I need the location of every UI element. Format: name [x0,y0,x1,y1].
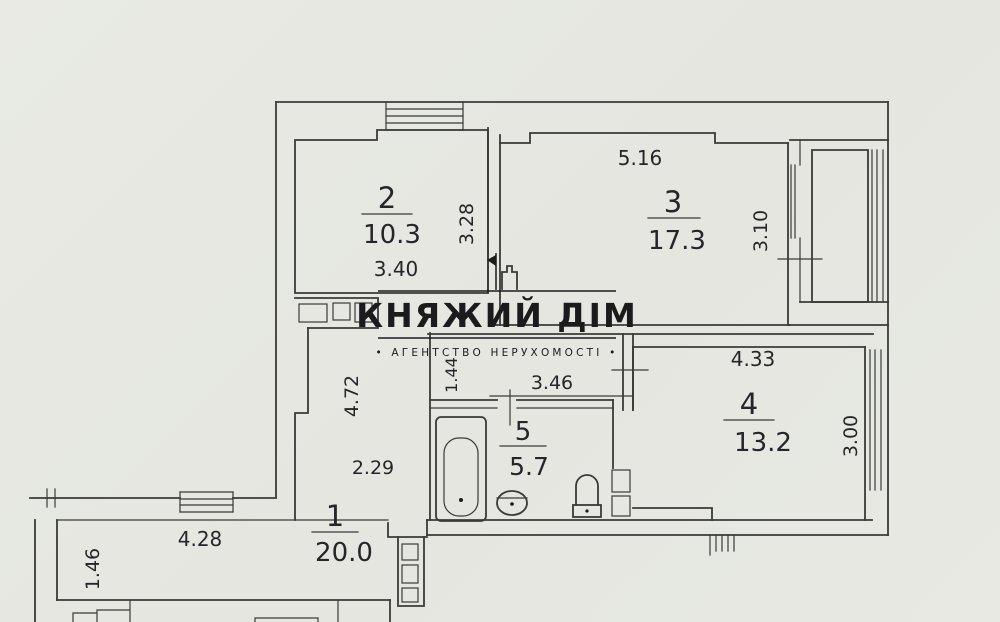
dimension-labels: 3.40 3.28 5.16 3.10 4.33 3.00 3.46 1.44 … [82,146,862,590]
dim-bath-width: 3.46 [531,372,573,394]
vent-shaft-squares [611,469,631,517]
sink-icon [496,490,528,516]
dim-hall-depth: 1.46 [82,548,104,590]
toilet-icon [572,474,602,518]
wardrobe-squares [397,536,425,607]
agency-title: КНЯЖИЙ ДІМ [356,295,638,335]
bathroom-walls [429,332,634,521]
room-2-walls [294,127,501,326]
agency-subtitle: • АГЕНТСТВО НЕРУХОМОСТІ • [375,347,618,359]
room-3-walls [427,132,889,335]
room-5-number: 5 [515,417,532,447]
room-4-walls [611,333,866,521]
hallway-walls [29,297,428,622]
dim-room4-depth: 3.00 [840,415,862,457]
dim-room3-width: 5.16 [618,146,663,170]
room-3-area: 17.3 [648,226,706,256]
dim-hall-width: 4.28 [178,527,223,551]
room-5-label: 5 5.7 [499,417,549,481]
room-3-number: 3 [664,185,682,219]
dim-room2-width: 3.40 [374,257,419,281]
room-1-number: 1 [326,499,344,533]
room-2-label: 2 10.3 [361,181,421,250]
dim-room2-depth: 3.28 [456,203,478,245]
room-4-number: 4 [740,387,758,421]
radiator-comb [709,534,735,556]
dim-bath-passage: 1.44 [442,357,461,393]
room-3-balcony-window [777,139,823,303]
dim-room4-width: 4.33 [731,347,776,371]
dim-hall-nook: 2.29 [352,457,394,479]
balcony-walls [789,139,889,303]
closet-squares [298,302,373,323]
room-2-number: 2 [378,181,396,215]
dim-hall-side: 4.72 [341,375,363,417]
room-5-area: 5.7 [509,452,549,481]
outer-walls [275,101,889,536]
room-3-label: 3 17.3 [647,185,706,256]
balcony-glazing-window [871,149,884,303]
room-4-area: 13.2 [734,428,792,458]
room-4-label: 4 13.2 [723,387,792,458]
room-2-area: 10.3 [363,220,421,250]
agency-watermark: КНЯЖИЙ ДІМ • АГЕНТСТВО НЕРУХОМОСТІ • [356,253,638,359]
room-2-window [385,101,464,131]
entrance-window [179,491,234,513]
dim-room3-depth: 3.10 [750,210,772,252]
room-1-label: 1 20.0 [311,499,373,568]
room-4-window [869,349,882,491]
room-1-area: 20.0 [315,538,373,568]
bathtub-icon [435,416,487,522]
tower-icon [487,253,518,290]
